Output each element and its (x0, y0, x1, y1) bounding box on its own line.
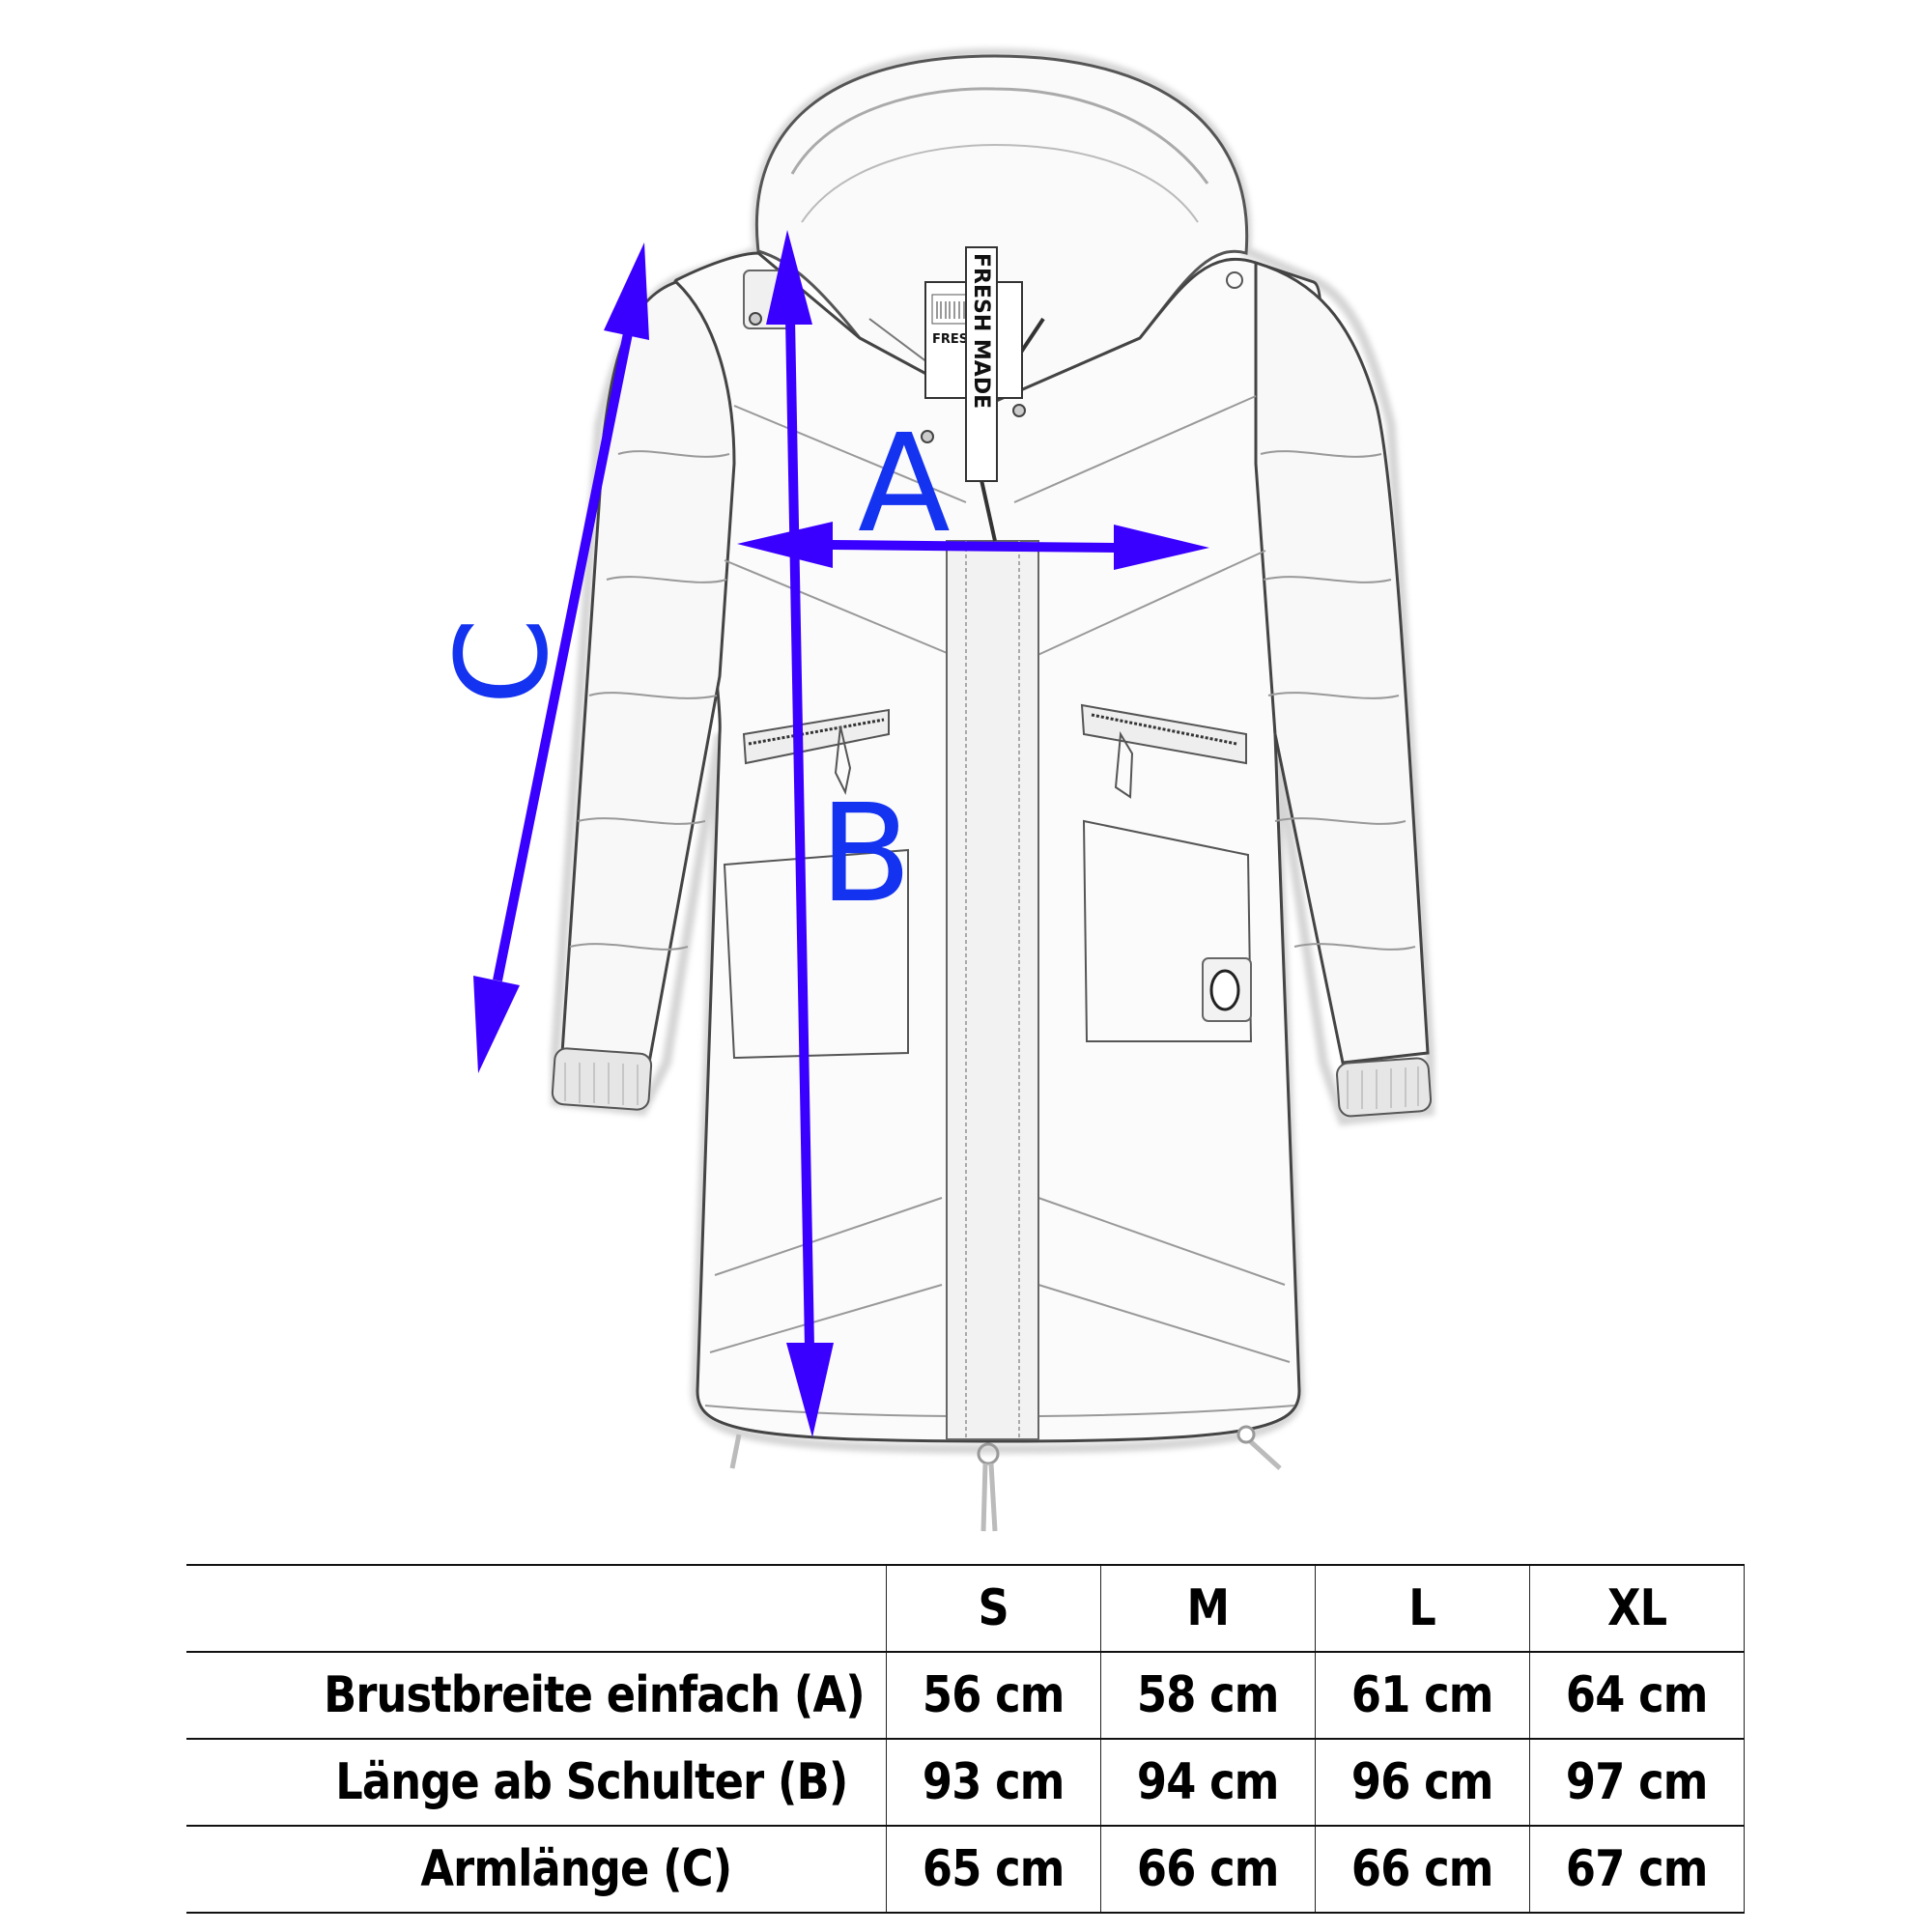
row-label-chest-width: Brustbreite einfach (A) (186, 1651, 887, 1740)
badge-icon (1209, 969, 1240, 1011)
label-c: C (429, 617, 576, 705)
table-cell: 96 cm (1315, 1738, 1530, 1827)
drawstrings (729, 1425, 1282, 1532)
svg-text:FRESH MADE: FRESH MADE (969, 253, 993, 409)
arrow-a (737, 522, 1209, 570)
table-cell: 65 cm (886, 1825, 1101, 1914)
size-chart-table: S M L XL Brustbreite einfach (A) 56 cm 5… (186, 1564, 1745, 1914)
coat-illustration: FRESH FRESH MADE (473, 47, 1435, 1532)
table-cell: 67 cm (1529, 1825, 1745, 1914)
row-label-length: Länge ab Schulter (B) (186, 1738, 887, 1827)
left-pocket (723, 708, 909, 1060)
arrow-c (473, 242, 649, 1073)
size-header-row: S M L XL (186, 1564, 1745, 1653)
header-size-s: S (886, 1564, 1101, 1653)
header-corner-cell (186, 1564, 887, 1653)
table-cell: 93 cm (886, 1738, 1101, 1827)
table-cell: 94 cm (1100, 1738, 1316, 1827)
table-cell: 66 cm (1100, 1825, 1316, 1914)
table-cell: 56 cm (886, 1651, 1101, 1740)
label-a: A (858, 406, 951, 563)
table-row: Armlänge (C) 65 cm 66 cm 66 cm 67 cm (186, 1825, 1745, 1914)
table-cell: 97 cm (1529, 1738, 1745, 1827)
left-cuff (551, 1047, 653, 1111)
table-row: Länge ab Schulter (B) 93 cm 94 cm 96 cm … (186, 1738, 1745, 1827)
header-size-l: L (1315, 1564, 1530, 1653)
measurement-arrows (473, 230, 1209, 1437)
table-cell: 58 cm (1100, 1651, 1316, 1740)
header-size-m: M (1100, 1564, 1316, 1653)
table-cell: 66 cm (1315, 1825, 1530, 1914)
header-size-xl: XL (1529, 1564, 1745, 1653)
table-row: Brustbreite einfach (A) 56 cm 58 cm 61 c… (186, 1651, 1745, 1740)
table-cell: 64 cm (1529, 1651, 1745, 1740)
coat-drawing: FRESH FRESH MADE (473, 47, 1435, 1532)
right-pocket (1080, 703, 1253, 1042)
right-sleeve (1254, 260, 1430, 1065)
right-cuff (1336, 1057, 1433, 1118)
fresh-made-tag: FRESH MADE (965, 246, 998, 482)
arrow-b (766, 230, 834, 1437)
row-label-sleeve-length: Armlänge (C) (186, 1825, 887, 1914)
front-placket (946, 540, 1039, 1440)
table-cell: 61 cm (1315, 1651, 1530, 1740)
label-b: B (819, 776, 913, 933)
